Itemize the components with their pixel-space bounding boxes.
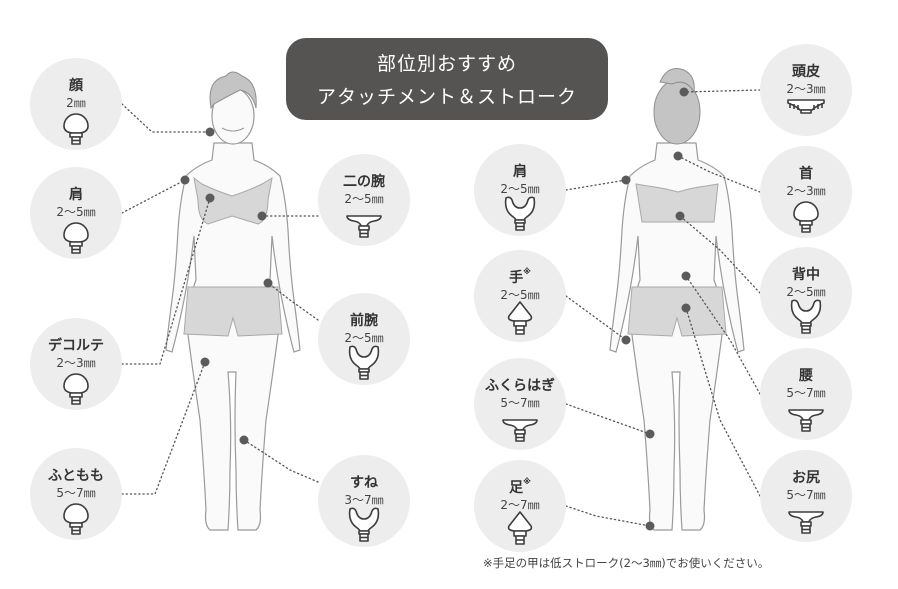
back-figure	[609, 68, 745, 531]
part-circle-senaka: 背中 2〜5㎜	[760, 247, 852, 339]
part-name: 顔	[69, 78, 83, 94]
part-circle-kubi: 首 2〜3㎜	[760, 146, 852, 238]
part-circle-ninowan: 二の腕 2〜5㎜	[318, 154, 410, 246]
part-circle-dekorute: デコルテ 2〜3㎜	[30, 318, 122, 410]
title-line-1: 部位別おすすめ	[376, 53, 517, 75]
fork-attachment-icon	[790, 299, 822, 334]
part-circle-kao: 顔 2㎜	[30, 58, 122, 150]
round-attachment-icon	[63, 113, 89, 145]
part-stroke: 2〜5㎜	[500, 288, 540, 302]
part-stroke: 2〜3㎜	[786, 184, 826, 198]
part-name: お尻	[792, 470, 820, 486]
part-name: 肩	[513, 164, 527, 180]
title-box: 部位別おすすめ アタッチメント＆ストローク	[286, 38, 608, 120]
part-name: 腰	[799, 368, 813, 384]
part-name: 首	[799, 166, 813, 182]
fork-attachment-icon	[504, 196, 536, 231]
round-attachment-icon	[63, 373, 89, 405]
part-circle-ashi: 足※ 2〜7㎜	[474, 460, 566, 552]
footnote-mark: ※	[523, 477, 531, 486]
cone-attachment-icon	[507, 511, 533, 545]
part-circle-tohi: 頭皮 2〜3㎜	[760, 44, 852, 136]
part-circle-futomomo: ふともも 5〜7㎜	[30, 448, 122, 540]
part-circle-fukurahagi: ふくらはぎ 5〜7㎜	[474, 358, 566, 450]
part-name: 背中	[792, 267, 820, 283]
part-stroke: 2〜5㎜	[500, 182, 540, 196]
part-stroke: 2㎜	[66, 96, 86, 110]
part-stroke: 2〜5㎜	[786, 285, 826, 299]
fork-attachment-icon	[348, 345, 380, 380]
part-stroke: 2〜5㎜	[344, 331, 384, 345]
front-figure	[165, 71, 301, 531]
flat-attachment-icon	[346, 215, 382, 238]
title-line-2: アタッチメント＆ストローク	[316, 86, 577, 108]
round-attachment-icon	[63, 222, 89, 254]
part-circle-kata-front: 肩 2〜5㎜	[30, 167, 122, 259]
flat-attachment-icon	[788, 511, 824, 534]
part-stroke: 2〜7㎜	[500, 498, 540, 512]
cone-attachment-icon	[507, 301, 533, 335]
part-circle-zenwan: 前腕 2〜5㎜	[318, 293, 410, 385]
flat-attachment-icon	[502, 419, 538, 442]
part-name: 足※	[509, 477, 531, 496]
round-attachment-icon	[63, 503, 89, 535]
part-name: ふともも	[48, 468, 104, 484]
part-circle-sune: すね 3〜7㎜	[318, 455, 410, 547]
part-name: ふくらはぎ	[485, 378, 555, 394]
part-name: 肩	[69, 187, 83, 203]
part-stroke: 2〜5㎜	[344, 192, 384, 206]
part-stroke: 2〜3㎜	[786, 82, 826, 96]
fork-attachment-icon	[348, 507, 380, 542]
part-stroke: 5〜7㎜	[786, 386, 826, 400]
part-circle-kata-back: 肩 2〜5㎜	[474, 144, 566, 236]
part-name: デコルテ	[48, 338, 104, 354]
footnote: ※手足の甲は低ストローク(2〜3㎜)でお使いください。	[483, 556, 770, 570]
part-name: 手※	[509, 267, 531, 286]
part-name: すね	[350, 475, 378, 491]
part-stroke: 2〜5㎜	[56, 205, 96, 219]
footnote-mark: ※	[523, 267, 531, 276]
part-name: 二の腕	[343, 174, 385, 190]
part-circle-te: 手※ 2〜5㎜	[474, 250, 566, 342]
part-stroke: 2〜3㎜	[56, 356, 96, 370]
comb-attachment-icon	[787, 99, 825, 114]
part-name: 頭皮	[792, 64, 820, 80]
part-name: 前腕	[350, 313, 378, 329]
part-stroke: 5〜7㎜	[786, 488, 826, 502]
point-dots	[180, 87, 691, 531]
flat-attachment-icon	[788, 409, 824, 432]
round-attachment-icon	[793, 201, 819, 233]
part-stroke: 5〜7㎜	[56, 486, 96, 500]
connector-lines	[121, 89, 761, 527]
part-circle-oshiri: お尻 5〜7㎜	[760, 450, 852, 542]
part-stroke: 3〜7㎜	[344, 493, 384, 507]
part-circle-koshi: 腰 5〜7㎜	[760, 348, 852, 440]
part-stroke: 5〜7㎜	[500, 396, 540, 410]
